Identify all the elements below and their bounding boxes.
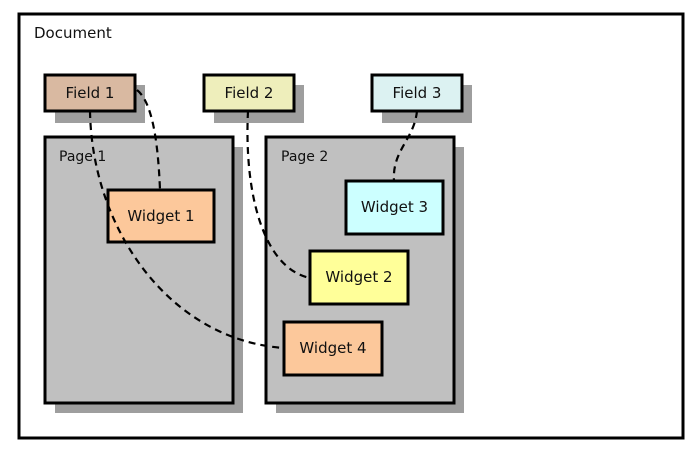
widget-4-label: Widget 4 bbox=[299, 339, 367, 357]
widget-2-box bbox=[308, 249, 410, 306]
field-2-box bbox=[202, 73, 296, 113]
connector-field-3-widget-3 bbox=[392, 110, 419, 182]
widget-1-label: Widget 1 bbox=[127, 206, 195, 225]
page-1-label: Page 1 bbox=[59, 149, 107, 165]
field-2-label: Field 2 bbox=[224, 83, 274, 102]
page-2-label: Page 2 bbox=[281, 149, 329, 165]
widget-3-box bbox=[344, 179, 445, 236]
field-1-label: Field 1 bbox=[65, 83, 115, 102]
widget-1-box bbox=[106, 188, 216, 244]
widget-3-label: Widget 3 bbox=[360, 198, 429, 216]
field-3-label: Field 3 bbox=[392, 83, 442, 102]
connector-field-1-widget-1 bbox=[136, 89, 162, 191]
widget-2-label: Widget 2 bbox=[325, 268, 393, 286]
connector-field-1-widget-4 bbox=[88, 110, 285, 350]
document-label: Document bbox=[34, 24, 112, 42]
widget-4-box bbox=[282, 320, 384, 377]
field-1-box bbox=[43, 73, 137, 113]
connector-field-2-widget-2 bbox=[246, 110, 311, 280]
page-1-box bbox=[43, 135, 235, 405]
